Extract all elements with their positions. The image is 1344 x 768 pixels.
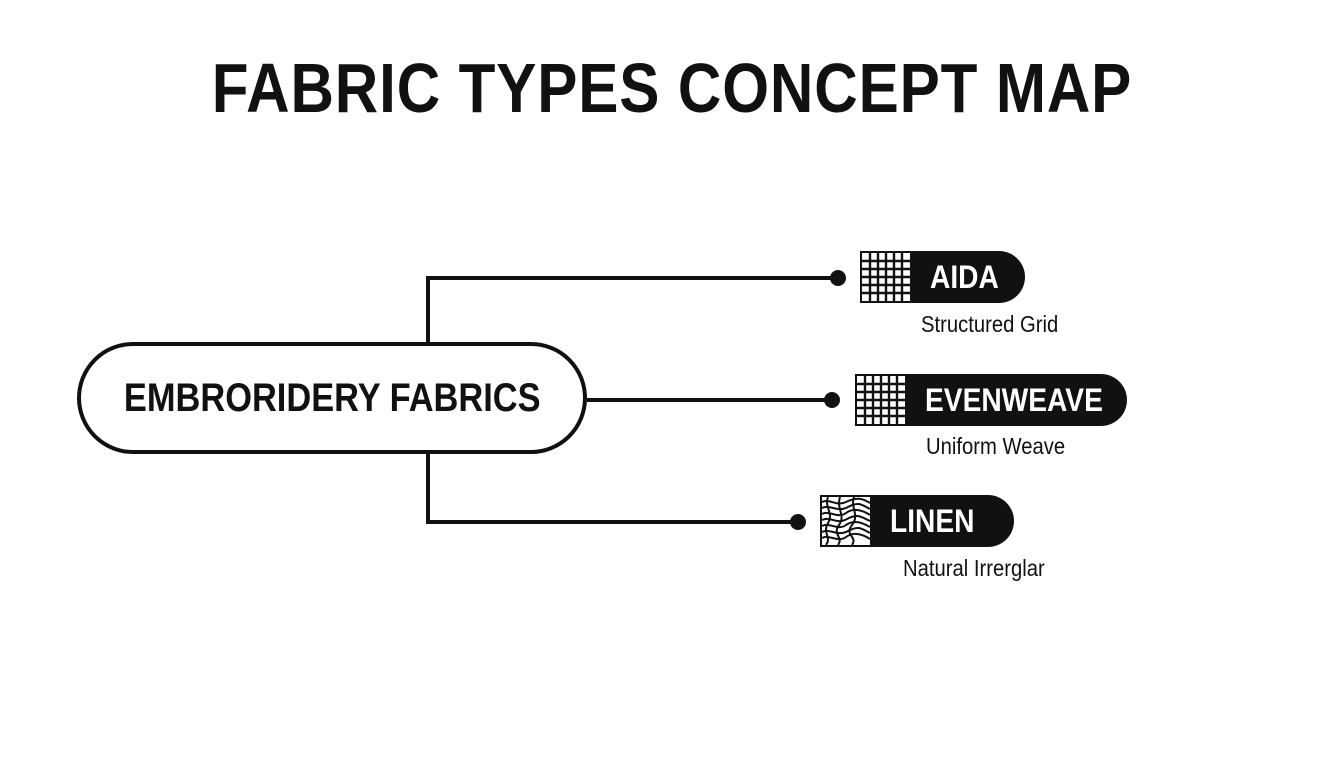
branch-node-linen[interactable]: LINEN [820,495,1014,547]
branch-label-box-aida: AIDA [912,251,1025,303]
branch-label-linen: LINEN [890,502,975,539]
connector-dot-linen [790,514,806,530]
branch-node-aida[interactable]: AIDA [860,251,1025,303]
connector-aida [426,276,838,342]
root-node-label: EMBRORIDERY FABRICS [123,375,541,420]
branch-label-box-linen: LINEN [872,495,1014,547]
wavy-weave-icon [820,495,872,547]
grid-pattern-icon [860,251,912,303]
branch-node-evenweave[interactable]: EVENWEAVE [855,374,1127,426]
grid-pattern-icon [855,374,907,426]
branch-label-evenweave: EVENWEAVE [925,381,1103,418]
branch-description-linen: Natural Irrerglar [903,555,1045,581]
branch-description-evenweave: Uniform Weave [926,433,1066,459]
page-title: FABRIC TYPES CONCEPT MAP [211,49,1133,127]
branch-label-aida: AIDA [930,258,999,295]
root-node[interactable]: EMBRORIDERY FABRICS [77,342,587,454]
branch-label-box-evenweave: EVENWEAVE [907,374,1127,426]
connector-dot-evenweave [824,392,840,408]
connector-dot-aida [830,270,846,286]
branch-description-aida: Structured Grid [921,311,1059,337]
connector-linen [426,454,798,524]
